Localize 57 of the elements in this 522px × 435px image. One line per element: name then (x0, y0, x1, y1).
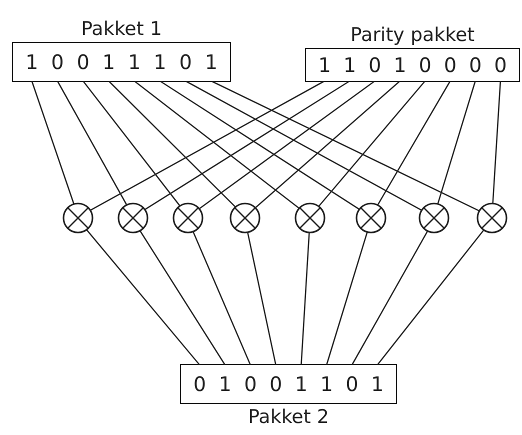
connector-line (199, 80, 376, 210)
connector-line (140, 230, 226, 366)
bit-digit: 1 (99, 43, 118, 81)
connector-line (90, 80, 325, 211)
connector-line (185, 80, 422, 211)
connector-line (247, 232, 276, 366)
bit-digit: 1 (202, 43, 221, 81)
bit-digit: 1 (368, 365, 387, 403)
bit-digit: 0 (240, 365, 260, 403)
bit-digit: 0 (466, 49, 485, 81)
xor-circle-icon (476, 202, 508, 234)
bit-digit: 0 (342, 365, 362, 403)
packet-title: Parity pakket (349, 24, 476, 46)
connector-line (300, 232, 310, 366)
connector-line (326, 232, 368, 366)
connector-line (210, 80, 480, 212)
xor-circle-icon (355, 202, 387, 234)
xor-circle-icon (172, 202, 204, 234)
bit-digit: 1 (340, 49, 360, 81)
connector-line (82, 80, 180, 206)
bit-digit: 0 (176, 43, 196, 81)
packet-title: Pakket 2 (247, 406, 330, 428)
xor-circle-icon (117, 202, 149, 234)
xor-circle-icon (294, 202, 326, 234)
bit-digit: 1 (315, 49, 334, 81)
bit-digit: 0 (440, 49, 460, 81)
bit-digit: 1 (22, 43, 42, 81)
bit-digit: 0 (190, 365, 210, 403)
connector-line (318, 80, 426, 206)
bit-digit: 0 (74, 43, 93, 81)
bit-digit: 1 (150, 43, 170, 81)
bit-digit: 0 (416, 49, 435, 81)
connector-line (437, 80, 476, 204)
xor-circle-icon (229, 202, 261, 234)
connector-line (86, 230, 200, 366)
bit-digit: 1 (390, 49, 410, 81)
connector-line (255, 80, 400, 208)
xor-circle-icon (418, 202, 450, 234)
connector-line (492, 80, 502, 204)
connector-line (108, 80, 236, 208)
connector-line (56, 80, 128, 205)
bit-digit: 0 (490, 49, 510, 81)
bit-digit: 0 (48, 43, 67, 81)
bit-digit: 1 (317, 365, 336, 403)
packet-title: Pakket 1 (80, 18, 163, 40)
connector-line (192, 232, 252, 366)
connector-line (351, 231, 428, 366)
connector-line (377, 80, 451, 205)
bit-digit: 1 (216, 365, 235, 403)
connector-line (31, 80, 74, 204)
connector-line (376, 230, 484, 366)
bit-digit: 1 (292, 365, 311, 403)
xor-circle-icon (62, 202, 94, 234)
connector-line (134, 80, 300, 209)
bit-digit: 1 (124, 43, 144, 81)
bit-digit: 0 (266, 365, 286, 403)
bit-digit: 0 (365, 49, 384, 81)
